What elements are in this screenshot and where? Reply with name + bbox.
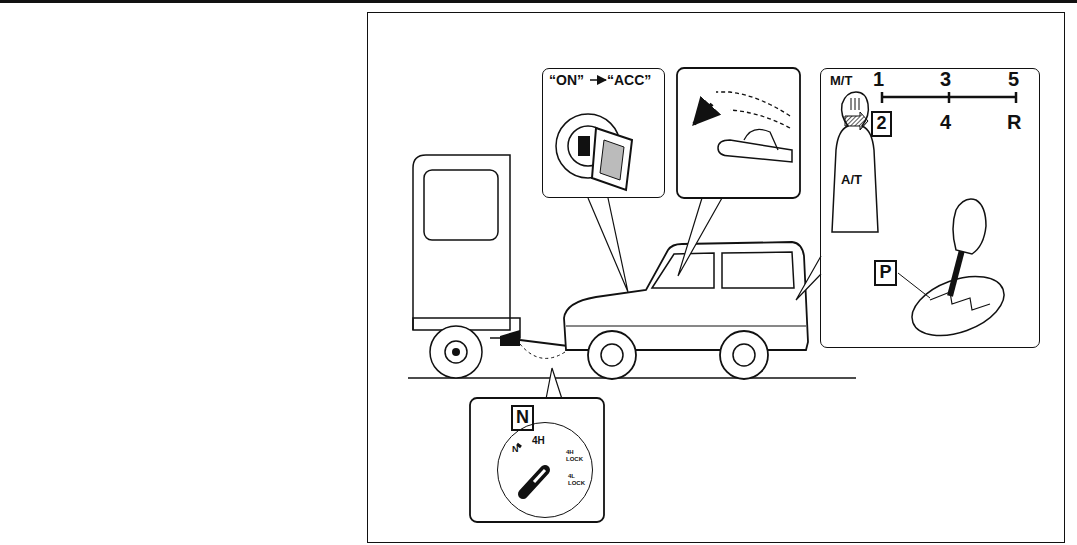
node-text: N [516, 408, 529, 428]
gear-number: 4 [940, 111, 951, 133]
node-text: “ACC” [607, 73, 651, 88]
gear-box: 2 [871, 111, 892, 137]
park-box: P [874, 260, 897, 286]
gear-number: 5 [1008, 68, 1019, 90]
neutral-box: N [511, 405, 534, 431]
node-text: “ON” [549, 73, 584, 88]
node-text: P [879, 263, 891, 283]
node-text: 4H [532, 435, 545, 446]
gear-number: 1 [873, 68, 884, 90]
ignition-callout: “ON” “ACC” [542, 68, 665, 198]
node-text: 4H LOCK [566, 449, 586, 462]
node-text: 4L LOCK [568, 473, 586, 486]
transmission-callout: M/T A/T 2P [820, 68, 1040, 348]
node-text: 2 [876, 114, 886, 134]
node-text: A/T [841, 173, 862, 187]
gear-number: R [1007, 111, 1021, 133]
transfer-dial: N 4H 4H LOCK 4L LOCK [497, 422, 593, 518]
node-text: M/T [830, 74, 852, 88]
node-text: N [512, 445, 519, 455]
gear-number: 3 [940, 68, 951, 90]
